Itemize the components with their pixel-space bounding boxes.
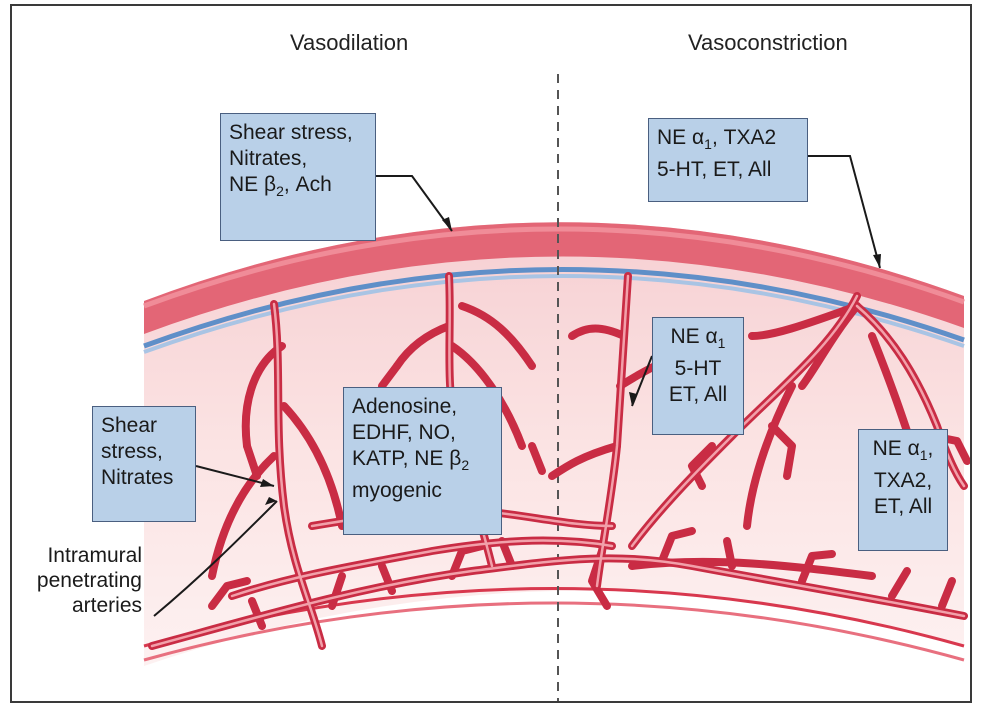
box-line: stress, [101, 439, 187, 465]
box-line: 5-HT [661, 356, 735, 382]
box-line-with-subscript: NE β2, Ach [229, 172, 367, 204]
box-line: Shear stress, [229, 120, 367, 146]
box-line: ET, All [661, 382, 735, 408]
box-line: Nitrates, [229, 146, 367, 172]
heading-vasodilation: Vasodilation [290, 30, 408, 56]
box-shear-stress-nitrates-top: Shear stress, Nitrates, NE β2, Ach [220, 113, 376, 241]
box-line: TXA2, [867, 468, 939, 494]
box-line-with-subscript: KATP, NE β2 [352, 446, 493, 478]
box-line: 5-HT, ET, All [657, 157, 799, 183]
diagram-frame: Vasodilation Vasoconstriction Shear stre… [10, 4, 972, 703]
vessel-illustration [12, 6, 972, 703]
box-constrictors-mid: NE α1 5-HT ET, All [652, 317, 744, 435]
label-line: arteries [26, 593, 142, 618]
box-shear-stress-nitrates-left: Shear stress, Nitrates [92, 406, 196, 522]
box-constrictors-right: NE α1, TXA2, ET, All [858, 429, 948, 551]
box-line: Shear [101, 413, 187, 439]
box-line: Adenosine, [352, 394, 493, 420]
box-line: myogenic [352, 478, 493, 504]
label-line: Intramural [26, 543, 142, 568]
box-line-with-subscript: NE α1, TXA2 [657, 125, 799, 157]
box-line: EDHF, NO, [352, 420, 493, 446]
box-line: Nitrates [101, 465, 187, 491]
label-intramural-penetrating-arteries: Intramural penetrating arteries [26, 543, 142, 618]
arrow-top-right [807, 156, 880, 268]
box-line-with-subscript: NE α1 [661, 324, 735, 356]
heading-vasoconstriction: Vasoconstriction [688, 30, 848, 56]
box-vasoconstrictors-top: NE α1, TXA2 5-HT, ET, All [648, 118, 808, 202]
box-line: ET, All [867, 494, 939, 520]
arrow-top-left [376, 176, 452, 231]
label-line: penetrating [26, 568, 142, 593]
box-line-with-subscript: NE α1, [867, 436, 939, 468]
box-local-dilators: Adenosine, EDHF, NO, KATP, NE β2 myogeni… [343, 387, 502, 535]
twig-6 [727, 541, 732, 566]
arrowhead-top-right [873, 254, 881, 268]
